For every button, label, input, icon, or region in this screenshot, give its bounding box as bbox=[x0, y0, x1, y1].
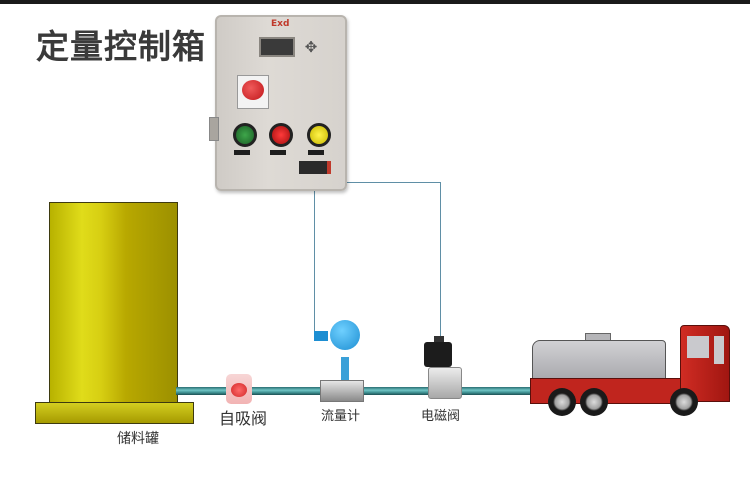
signal-wire-flow-meter bbox=[314, 187, 315, 335]
red-indicator-lamp bbox=[269, 123, 293, 147]
emergency-selector-switch bbox=[237, 75, 269, 109]
green-indicator-lamp bbox=[233, 123, 257, 147]
self-priming-valve-label: 自吸阀 bbox=[219, 409, 268, 428]
storage-tank-base bbox=[35, 402, 194, 424]
tanker-tank bbox=[532, 340, 666, 380]
solenoid-valve-body bbox=[428, 367, 462, 399]
lamp-tag-yellow bbox=[308, 150, 324, 155]
solenoid-valve-coil bbox=[424, 342, 452, 367]
solenoid-valve-cap bbox=[434, 336, 444, 344]
valve-core-icon bbox=[231, 383, 247, 397]
top-border bbox=[0, 0, 750, 4]
wheel-icon bbox=[580, 388, 608, 416]
wheel-icon bbox=[548, 388, 576, 416]
flow-meter-label: 流量计 bbox=[321, 409, 361, 424]
quantitative-control-box: Exd ✥ bbox=[209, 15, 347, 191]
lamp-tag-green bbox=[234, 150, 250, 155]
red-knob-icon bbox=[242, 80, 264, 100]
explosion-proof-mark: Exd bbox=[271, 19, 290, 29]
keypad-icon: ✥ bbox=[304, 38, 318, 56]
yellow-indicator-lamp bbox=[307, 123, 331, 147]
cable-gland bbox=[209, 117, 219, 141]
flow-meter-body bbox=[320, 380, 364, 402]
tanker-cab bbox=[680, 325, 730, 402]
nameplate bbox=[299, 161, 331, 174]
cab-side-window bbox=[714, 336, 724, 364]
self-priming-valve bbox=[226, 374, 252, 404]
wheel-icon bbox=[670, 388, 698, 416]
flow-meter-neck bbox=[341, 357, 349, 381]
diagram-title: 定量控制箱 bbox=[36, 27, 206, 66]
flow-meter-cable-entry bbox=[314, 331, 328, 341]
storage-tank-body bbox=[49, 202, 178, 404]
storage-tank-label: 储料罐 bbox=[117, 431, 159, 447]
signal-wire-solenoid-horizontal bbox=[343, 182, 440, 183]
flow-meter-transmitter-head bbox=[330, 320, 360, 350]
lamp-tag-red bbox=[270, 150, 286, 155]
cab-window bbox=[687, 336, 709, 358]
lcd-display bbox=[259, 37, 295, 57]
signal-wire-solenoid-vertical bbox=[440, 182, 441, 342]
solenoid-valve-label: 电磁阀 bbox=[421, 409, 461, 424]
